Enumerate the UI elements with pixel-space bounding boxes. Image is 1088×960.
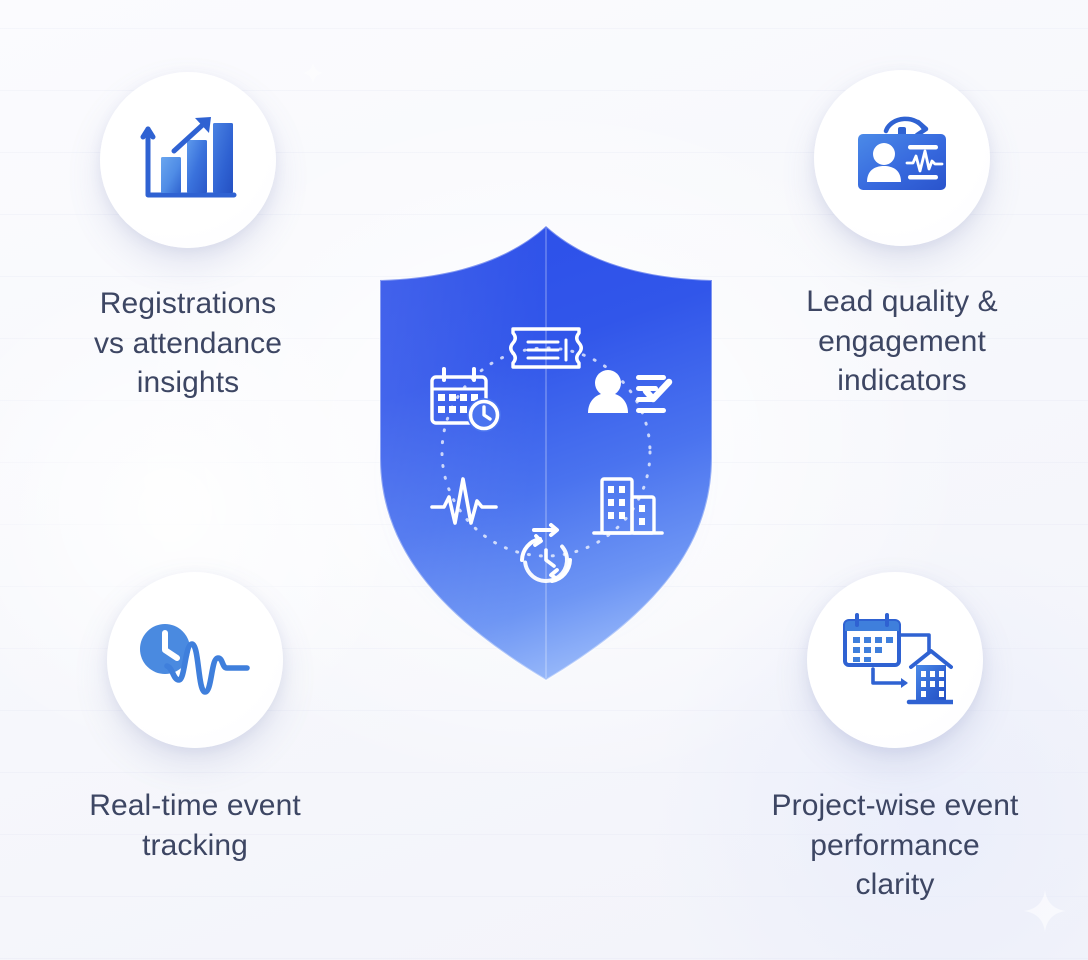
feature-icon-badge bbox=[814, 70, 990, 246]
calendar-part bbox=[843, 613, 901, 667]
buildings-icon bbox=[592, 477, 664, 535]
feature-lead-quality[interactable]: Lead quality & engagement indicators bbox=[752, 70, 1052, 401]
feature-icon-badge bbox=[807, 572, 983, 748]
feature-label: Lead quality & engagement indicators bbox=[806, 285, 998, 398]
central-shield bbox=[308, 186, 784, 738]
feature-label: Real-time event tracking bbox=[89, 789, 301, 862]
feature-project-wise-performance[interactable]: Project-wise event performance clarity bbox=[745, 572, 1045, 905]
orbit-dotted-circle bbox=[440, 346, 652, 558]
feature-icon-badge bbox=[100, 72, 276, 248]
flow-arrow-bottom bbox=[871, 667, 907, 685]
calendar-clock-icon bbox=[430, 367, 501, 432]
feature-label: Registrations vs attendance insights bbox=[93, 287, 283, 400]
shield-graphic bbox=[379, 224, 713, 682]
calendar-to-building-icon bbox=[843, 613, 953, 705]
ticket-icon bbox=[509, 327, 583, 369]
id-badge-pulse-icon bbox=[858, 116, 946, 190]
feature-icon-badge bbox=[107, 572, 283, 748]
flow-arrow-top bbox=[899, 633, 931, 653]
feature-registrations-vs-attendance[interactable]: Registrations vs attendance insights bbox=[38, 72, 338, 403]
attendee-checklist-icon bbox=[588, 370, 673, 413]
building-part bbox=[906, 649, 953, 705]
feature-real-time-tracking[interactable]: Real-time event tracking bbox=[45, 572, 345, 865]
bar-chart-growth-icon bbox=[140, 117, 237, 198]
pulse-icon bbox=[430, 477, 498, 525]
recurring-clock-icon bbox=[520, 523, 572, 583]
feature-label: Project-wise event performance clarity bbox=[771, 789, 1019, 902]
clock-pulse-icon bbox=[140, 624, 250, 695]
